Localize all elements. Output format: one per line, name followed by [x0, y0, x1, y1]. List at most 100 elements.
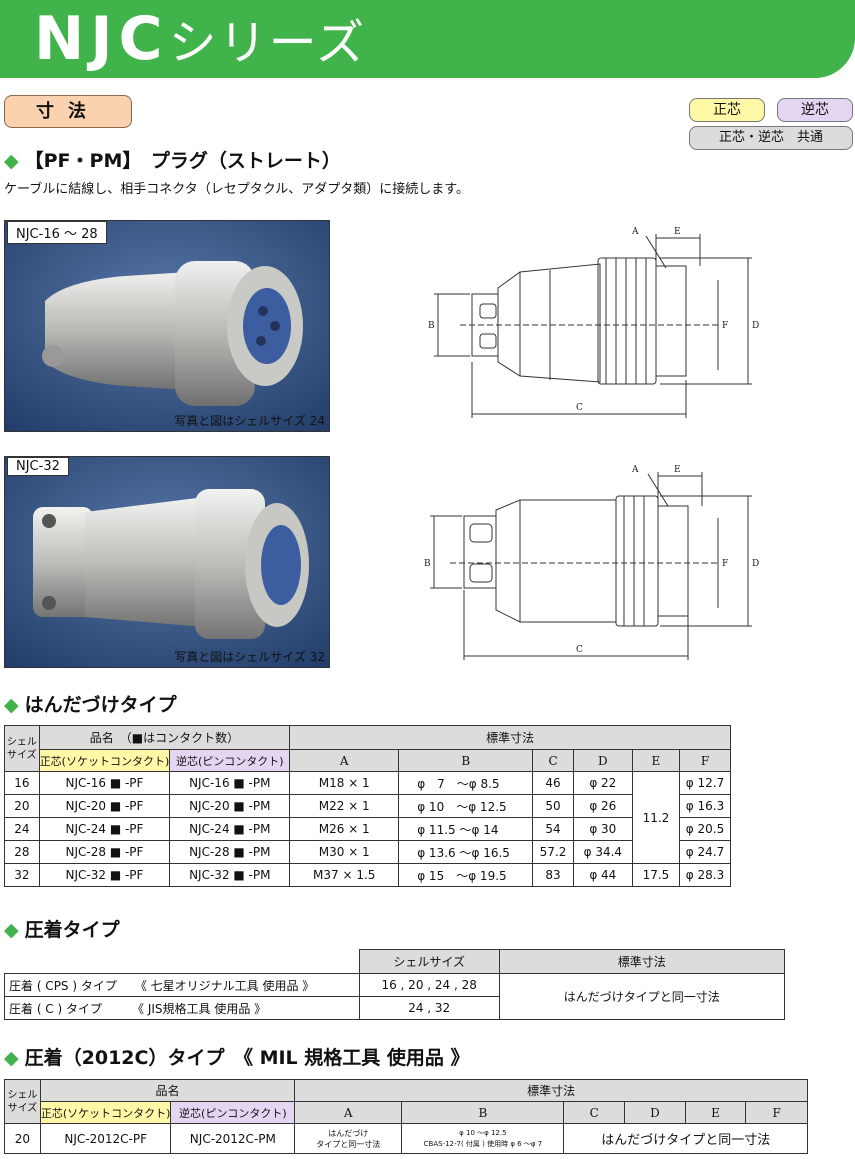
cell-a: M18 × 1 — [289, 771, 400, 795]
photo-label-1: NJC-16 ～ 28 — [7, 221, 107, 244]
c2012-h-pm: 逆芯(ピンコンタクト) — [170, 1101, 296, 1124]
solder-title: はんだづけタイプ — [24, 694, 177, 716]
solder-h-a: A — [289, 749, 400, 772]
cell-d: φ 34.4 — [572, 840, 633, 864]
photo-caption-2: 写真と図はシェルサイズ 32 — [174, 650, 325, 664]
crimp-tool-2: 《 JIS規格工具 使用品 》 — [132, 1001, 267, 1016]
solder-h-e: E — [631, 749, 681, 772]
cell-e-shared: 11.2 — [631, 771, 681, 864]
table-row: 20 NJC-2012C-PF NJC-2012C-PM はんだづけタイプと同一… — [4, 1123, 808, 1154]
cell-b: φ 7 ～φ 8.5 — [398, 771, 534, 795]
solder-h-c: C — [532, 749, 574, 772]
crimp-type-1: 圧着 ( CPS ) タイプ — [9, 978, 117, 993]
crimp-h-std: 標準寸法 — [498, 949, 786, 974]
cell-f: φ 24.7 — [679, 840, 731, 864]
dim-label-c-2: C — [576, 645, 583, 655]
c2012-h-e: E — [684, 1101, 747, 1124]
cell-pf: NJC-20 ■ -PF — [38, 794, 171, 818]
photo-njc-32: NJC-32 写真と図はシェルサイズ 32 — [4, 456, 330, 668]
c2012-h-d: D — [624, 1101, 686, 1124]
badge-common: 正芯・逆芯 共通 — [689, 126, 853, 150]
table-row: 圧着 ( CPS ) タイプ《 七星オリジナル工具 使用品 》 16 , 20 … — [4, 973, 786, 1020]
c2012-h-shell: シェルサイズ — [4, 1079, 41, 1124]
cell-c: 46 — [532, 771, 574, 795]
series-banner: NJCシリーズ — [0, 0, 855, 78]
photo-njc-16-28: NJC-16 ～ 28 写真と図はシェルサイズ 24 — [4, 220, 330, 432]
table-row: 32 NJC-32 ■ -PF NJC-32 ■ -PM M37 × 1.5 φ… — [4, 863, 731, 887]
crimp2012-table: シェルサイズ 品名 標準寸法 正芯(ソケットコンタクト) 逆芯(ピンコンタクト)… — [4, 1079, 808, 1154]
cell-a: M37 × 1.5 — [289, 863, 400, 887]
c2012-h-name: 品名 — [39, 1079, 296, 1102]
cell-pf: NJC-16 ■ -PF — [38, 771, 171, 795]
dim-label-e-2: E — [674, 465, 681, 475]
cell-b: φ 15 ～φ 19.5 — [398, 863, 534, 887]
h-shell: シェル — [6, 736, 37, 748]
c2012-h-std: 標準寸法 — [294, 1079, 808, 1102]
cell-rest: はんだづけタイプと同一寸法 — [563, 1123, 808, 1154]
dimension-drawing-2: A E B C F D — [424, 465, 759, 660]
crimp-title: 圧着タイプ — [24, 919, 120, 941]
cell-c: 54 — [532, 817, 574, 841]
h-size-2: サイズ — [7, 1102, 38, 1114]
cell-e-32: 17.5 — [631, 863, 681, 887]
cell-pf: NJC-28 ■ -PF — [38, 840, 171, 864]
solder-h-shell: シェルサイズ — [4, 725, 40, 772]
cell-pm: NJC-16 ■ -PM — [169, 771, 291, 795]
solder-h-pf: 正芯(ソケットコンタクト) — [38, 749, 171, 772]
dim-label-a: A — [631, 227, 639, 237]
cell-pm: NJC-20 ■ -PM — [169, 794, 291, 818]
c2012-h-f: F — [745, 1101, 808, 1124]
cell-b-line2: CBAS-12-7( 付属 ) 使用時 φ 6 ～φ 7 — [423, 1139, 543, 1148]
dim-label-f-2: F — [722, 559, 728, 569]
cell-pf: NJC-24 ■ -PF — [38, 817, 171, 841]
cell-b: φ 13.6 ～φ 16.5 — [398, 840, 534, 864]
cell-c: 50 — [532, 794, 574, 818]
dim-label-b: B — [428, 321, 435, 331]
diamond-icon: ◆ — [4, 150, 19, 172]
table-row: 20 NJC-20 ■ -PF NJC-20 ■ -PM M22 × 1 φ 1… — [4, 794, 731, 818]
cell-pm: NJC-2012C-PM — [170, 1123, 296, 1154]
connector-photo-1 — [5, 221, 329, 431]
cell-b-line1: φ 10 ～φ 12.5 — [459, 1128, 507, 1137]
table-row: 圧着 ( C ) タイプ《 JIS規格工具 使用品 》 24 , 32 — [4, 996, 785, 1020]
cell-pf: NJC-32 ■ -PF — [38, 863, 171, 887]
cell-size: 24 — [4, 817, 40, 841]
h-size: サイズ — [6, 749, 37, 761]
cell-size: 32 — [4, 863, 40, 887]
cell-f: φ 28.3 — [679, 863, 731, 887]
dim-label-e: E — [674, 227, 681, 237]
crimp-row-1: 圧着 ( CPS ) タイプ 《 七星オリジナル工具 使用品 》 — [4, 973, 360, 997]
crimp2012-heading: ◆圧着（2012C）タイプ 《 MIL 規格工具 使用品 》 — [4, 1043, 470, 1070]
diamond-icon: ◆ — [4, 694, 19, 716]
plug-heading: ◆【PF・PM】 プラグ（ストレート） — [4, 146, 341, 173]
crimp-table: シェルサイズ 標準寸法 圧着 ( CPS ) タイプ《 七星オリジナル工具 使用… — [4, 949, 786, 1020]
h-shell-2: シェル — [7, 1089, 38, 1101]
crimp-tool-1: 《 七星オリジナル工具 使用品 》 — [134, 978, 315, 993]
dim-label-f: F — [722, 321, 728, 331]
crimp-std: はんだづけタイプと同一寸法 — [498, 973, 786, 1020]
dimension-drawing-1: A E B C F D — [428, 227, 759, 418]
c2012-h-pf: 正芯(ソケットコンタクト) — [39, 1101, 172, 1124]
badge-gyakushin: 逆芯 — [777, 98, 853, 122]
cell-d: φ 26 — [572, 794, 633, 818]
c2012-h-a: A — [294, 1101, 403, 1124]
dim-label-d-2: D — [752, 559, 759, 569]
cell-b: φ 11.5 ～φ 14 — [398, 817, 534, 841]
c2012-h-b: B — [401, 1101, 565, 1124]
cell-size: 20 — [4, 794, 40, 818]
solder-h-b: B — [398, 749, 534, 772]
cell-d: φ 30 — [572, 817, 633, 841]
cell-a: M30 × 1 — [289, 840, 400, 864]
cell-f: φ 12.7 — [679, 771, 731, 795]
cell-pm: NJC-32 ■ -PM — [169, 863, 291, 887]
solder-h-pm: 逆芯(ピンコンタクト) — [169, 749, 291, 772]
cell-a: M26 × 1 — [289, 817, 400, 841]
section-tab-dimensions: 寸法 — [4, 95, 132, 128]
series-suffix: シリーズ — [168, 15, 367, 71]
dim-label-c: C — [576, 403, 583, 413]
crimp-type-2: 圧着 ( C ) タイプ — [9, 1001, 103, 1016]
diamond-icon: ◆ — [4, 1047, 19, 1069]
cell-b: φ 10 ～φ 12.5 — [398, 794, 534, 818]
plug-description: ケーブルに結線し、相手コネクタ（レセプタクル、アダプタ類）に接続します。 — [4, 182, 470, 197]
